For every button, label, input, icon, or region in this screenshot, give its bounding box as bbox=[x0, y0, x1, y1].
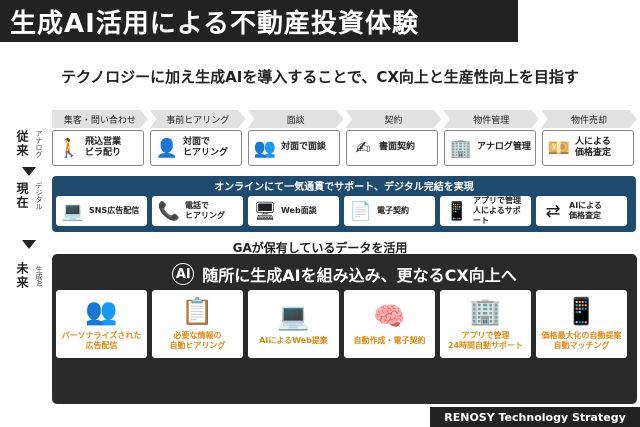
traditional-cards: 🚶飛込営業 ビラ配り👤対面で ヒアリング👥対面で面談✍書面契約🏢アナログ管理💴人… bbox=[52, 130, 634, 166]
document-sign-icon: ✍ bbox=[355, 137, 371, 159]
traditional-card-label: 書面契約 bbox=[379, 142, 416, 153]
phone-icon: 📞 bbox=[157, 200, 181, 222]
future-card-4: 🏢 アプリで管理 24時間自動サポート bbox=[440, 290, 531, 358]
current-sublabel: デジタル bbox=[35, 182, 43, 210]
future-card-1: 📋 必要な情報の 自動ヒアリング bbox=[152, 290, 243, 358]
future-header: AI 随所に生成AIを組み込み、更なるCX向上へ bbox=[52, 262, 637, 286]
traditional-sublabel: アナログ bbox=[35, 130, 43, 158]
stage-5: 物件売却 bbox=[541, 110, 637, 128]
traditional-card-label: アナログ管理 bbox=[477, 142, 531, 153]
traditional-row-label: 従来 アナログ bbox=[14, 130, 44, 158]
future-card-label: AIによるWeb提案 bbox=[259, 336, 328, 345]
future-card-3: 🧠 自動作成・電子契約 bbox=[344, 290, 435, 358]
traditional-card-5: 💴人による 価格査定 bbox=[542, 130, 634, 166]
future-header-text: 随所に生成AIを組み込み、更なるCX向上へ bbox=[202, 266, 517, 285]
current-card-label: 電子契約 bbox=[377, 206, 409, 215]
arrow-down-icon bbox=[22, 240, 36, 249]
future-sublabel: 生成AI bbox=[35, 265, 43, 287]
future-card-label: アプリで管理 24時間自動サポート bbox=[447, 331, 524, 350]
price-matching-icon: 📱 bbox=[565, 297, 598, 327]
current-card-3: 📄 電子契約 bbox=[344, 196, 435, 226]
future-cards: 👥 パーソナライズされた 広告配信 📋 必要な情報の 自動ヒアリング 💻 AIによるWeb… bbox=[56, 290, 627, 358]
future-card-label: パーソナライズされた 広告配信 bbox=[61, 331, 142, 350]
person-price-icon: 💴 bbox=[547, 137, 571, 159]
future-card-2: 💻 AIによるWeb提案 bbox=[248, 290, 339, 358]
current-card-label: アプリで管理 人によるサポート bbox=[473, 196, 521, 225]
future-card-5: 📱 価格最大化の自動提案 自動マッチング bbox=[536, 290, 627, 358]
ga-data-text: GAが保有しているデータを活用 bbox=[232, 241, 408, 255]
footer-brand: RENOSY Technology Strategy bbox=[430, 407, 640, 427]
ai-sparkle-icon: AI bbox=[172, 263, 195, 285]
current-cards: 💻 SNS広告配信 📞電話で ヒアリング 🖥 Web面談 📄 電子契約 📱アプリで管理 人によ… bbox=[56, 196, 627, 226]
future-card-label: 自動作成・電子契約 bbox=[353, 336, 426, 345]
current-card-0: 💻 SNS広告配信 bbox=[56, 196, 147, 226]
traditional-card-3: ✍ 書面契約 bbox=[346, 130, 438, 166]
stage-1: 事前ヒアリング bbox=[149, 110, 246, 128]
traditional-card-1: 👤対面で ヒアリング bbox=[150, 130, 242, 166]
arrow-down-icon bbox=[22, 167, 36, 176]
current-card-label: SNS広告配信 bbox=[89, 206, 140, 215]
support-24h-icon: 🏢 bbox=[469, 297, 502, 327]
traditional-card-4: 🏢 アナログ管理 bbox=[444, 130, 536, 166]
stage-4: 物件管理 bbox=[443, 110, 540, 128]
current-card-2: 🖥 Web面談 bbox=[248, 196, 339, 226]
stage-3: 契約 bbox=[345, 110, 442, 128]
walking-person-icon: 🚶 bbox=[57, 137, 81, 159]
stage-2: 面談 bbox=[247, 110, 344, 128]
current-card-label: 電話で ヒアリング bbox=[185, 201, 225, 220]
current-card-label: Web面談 bbox=[281, 206, 317, 215]
traditional-label: 従来 bbox=[15, 130, 29, 158]
current-row-label: 現在 デジタル bbox=[14, 182, 44, 210]
ai-contract-icon: 🧠 bbox=[373, 302, 406, 332]
current-card-1: 📞電話で ヒアリング bbox=[152, 196, 243, 226]
digital-header: オンラインにて一気通貫でサポート、デジタル完結を実現 bbox=[214, 182, 474, 193]
ai-price-icon: ⇄ bbox=[545, 200, 561, 222]
video-call-icon: 🖥 bbox=[253, 200, 277, 222]
traditional-card-label: 対面で面談 bbox=[281, 142, 327, 153]
future-row-label: 未来 生成AI bbox=[14, 262, 44, 290]
future-label: 未来 bbox=[15, 262, 29, 290]
meeting-icon: 👥 bbox=[253, 137, 277, 159]
app-icon: 📱 bbox=[445, 200, 469, 222]
checklist-icon: 📋 bbox=[181, 297, 214, 327]
ai-laptop-icon: 💻 bbox=[277, 302, 310, 332]
subtitle: テクノロジーに加え生成AIを導入することで、CX向上と生産性向上を目指す bbox=[61, 68, 579, 86]
e-contract-icon: 📄 bbox=[349, 200, 373, 222]
person-icon: 👤 bbox=[155, 137, 179, 159]
traditional-card-label: 人による 価格査定 bbox=[575, 136, 612, 158]
current-label: 現在 bbox=[15, 182, 29, 210]
future-card-label: 必要な情報の 自動ヒアリング bbox=[169, 331, 226, 350]
future-card-0: 👥 パーソナライズされた 広告配信 bbox=[56, 290, 147, 358]
current-card-5: ⇄ AIによる 価格査定 bbox=[536, 196, 627, 226]
traditional-card-label: 飛込営業 ビラ配り bbox=[85, 136, 122, 158]
current-card-4: 📱アプリで管理 人によるサポート bbox=[440, 196, 531, 226]
traditional-card-label: 対面で ヒアリング bbox=[183, 136, 229, 158]
traditional-card-2: 👥 対面で面談 bbox=[248, 130, 340, 166]
current-card-label: AIによる 価格査定 bbox=[569, 201, 602, 220]
stage-row: 集客・問い合わせ 事前ヒアリング 面談 契約 物件管理 物件売却 bbox=[52, 110, 637, 128]
network-people-icon: 👥 bbox=[85, 297, 118, 327]
building-icon: 🏢 bbox=[449, 137, 473, 159]
stage-0: 集客・問い合わせ bbox=[52, 110, 148, 128]
future-card-label: 価格最大化の自動提案 自動マッチング bbox=[541, 331, 622, 350]
laptop-icon: 💻 bbox=[61, 200, 85, 222]
page-title: 生成AI活用による不動産投資体験 bbox=[0, 0, 518, 42]
traditional-card-0: 🚶飛込営業 ビラ配り bbox=[52, 130, 144, 166]
